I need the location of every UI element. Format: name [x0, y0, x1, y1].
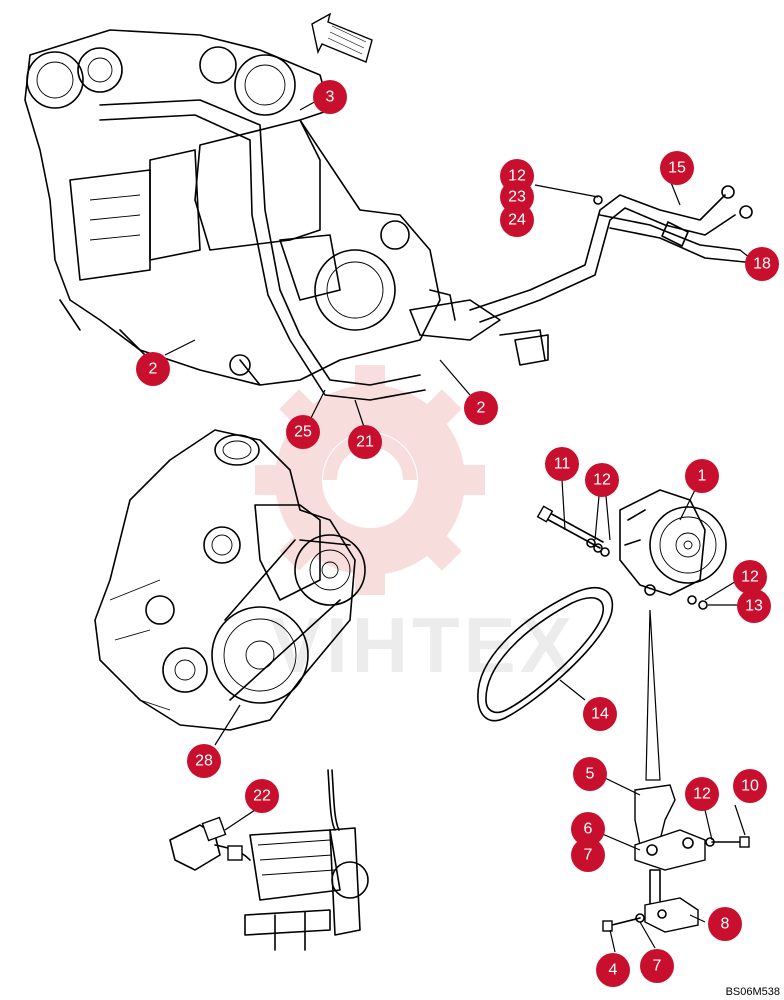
callout-label: 4: [609, 962, 618, 979]
callout-25: 25: [286, 415, 320, 449]
callout-label: 6: [584, 821, 593, 838]
callout-3: 3: [313, 80, 347, 114]
leader-lines: [164, 99, 751, 953]
callout-22: 22: [245, 779, 279, 813]
callout-label: 8: [721, 916, 730, 933]
callout-label: 1: [698, 468, 707, 485]
callout-7: 7: [571, 838, 605, 872]
callout-13: 13: [737, 589, 771, 623]
callout-label: 3: [326, 89, 335, 106]
callout-6: 6: [571, 812, 605, 846]
callout-15: 15: [660, 151, 694, 185]
callout-12: 12: [585, 463, 619, 497]
callout-8: 8: [708, 907, 742, 941]
callout-label: 12: [508, 168, 526, 185]
front-direction-arrow: [311, 12, 373, 63]
callout-label: 2: [149, 361, 158, 378]
callout-24: 24: [500, 203, 534, 237]
callout-label: 10: [741, 778, 759, 795]
engine-side-view: [94, 429, 366, 731]
callout-label: 25: [294, 424, 312, 441]
callout-label: 15: [668, 160, 686, 177]
callout-label: 11: [554, 456, 571, 473]
drive-belt: [477, 586, 614, 722]
callout-label: 23: [508, 189, 526, 206]
callout-label: 21: [356, 434, 374, 451]
callout-label: 12: [693, 786, 711, 803]
callout-11: 11: [545, 447, 579, 481]
callout-label: 24: [508, 212, 526, 229]
callout-28: 28: [187, 744, 221, 778]
watermark: VIHTEX: [255, 365, 576, 689]
bracket-assembly: [602, 609, 750, 933]
watermark-gear-logo: [255, 365, 485, 595]
callout-label: 12: [741, 569, 759, 586]
callout-label: 7: [653, 958, 662, 975]
callout-21: 21: [348, 425, 382, 459]
long-bolt: [536, 505, 610, 557]
callouts: 3 12 23 24 15 18 2 2 25 21 11 12 1 12 13…: [136, 80, 779, 987]
callout-label: 2: [477, 400, 486, 417]
callout-label: 5: [586, 766, 595, 783]
callout-label: 28: [195, 753, 213, 770]
callout-2: 2: [464, 391, 498, 425]
callout-label: 18: [753, 256, 771, 273]
callout-label: 7: [584, 847, 593, 864]
ac-hoses: [469, 185, 753, 323]
callout-label: 22: [253, 788, 271, 805]
nut-washer-13: [687, 595, 708, 610]
document-code: BS06M538: [725, 986, 780, 998]
callout-7: 7: [640, 949, 674, 983]
callout-4: 4: [596, 953, 630, 987]
callout-label: 13: [745, 598, 763, 615]
engine-top-view: [24, 29, 549, 401]
callout-5: 5: [573, 757, 607, 791]
callout-1: 1: [685, 459, 719, 493]
callout-2: 2: [136, 352, 170, 386]
callout-label: 12: [593, 472, 611, 489]
callout-10: 10: [733, 769, 767, 803]
callout-18: 18: [745, 247, 779, 281]
callout-14: 14: [583, 697, 617, 731]
compressor-wiring-detail: [169, 769, 369, 951]
callout-label: 14: [591, 706, 609, 723]
callout-12: 12: [733, 560, 767, 594]
callout-12: 12: [685, 777, 719, 811]
compressor: [619, 489, 727, 596]
watermark-text: VIHTEX: [270, 601, 576, 689]
